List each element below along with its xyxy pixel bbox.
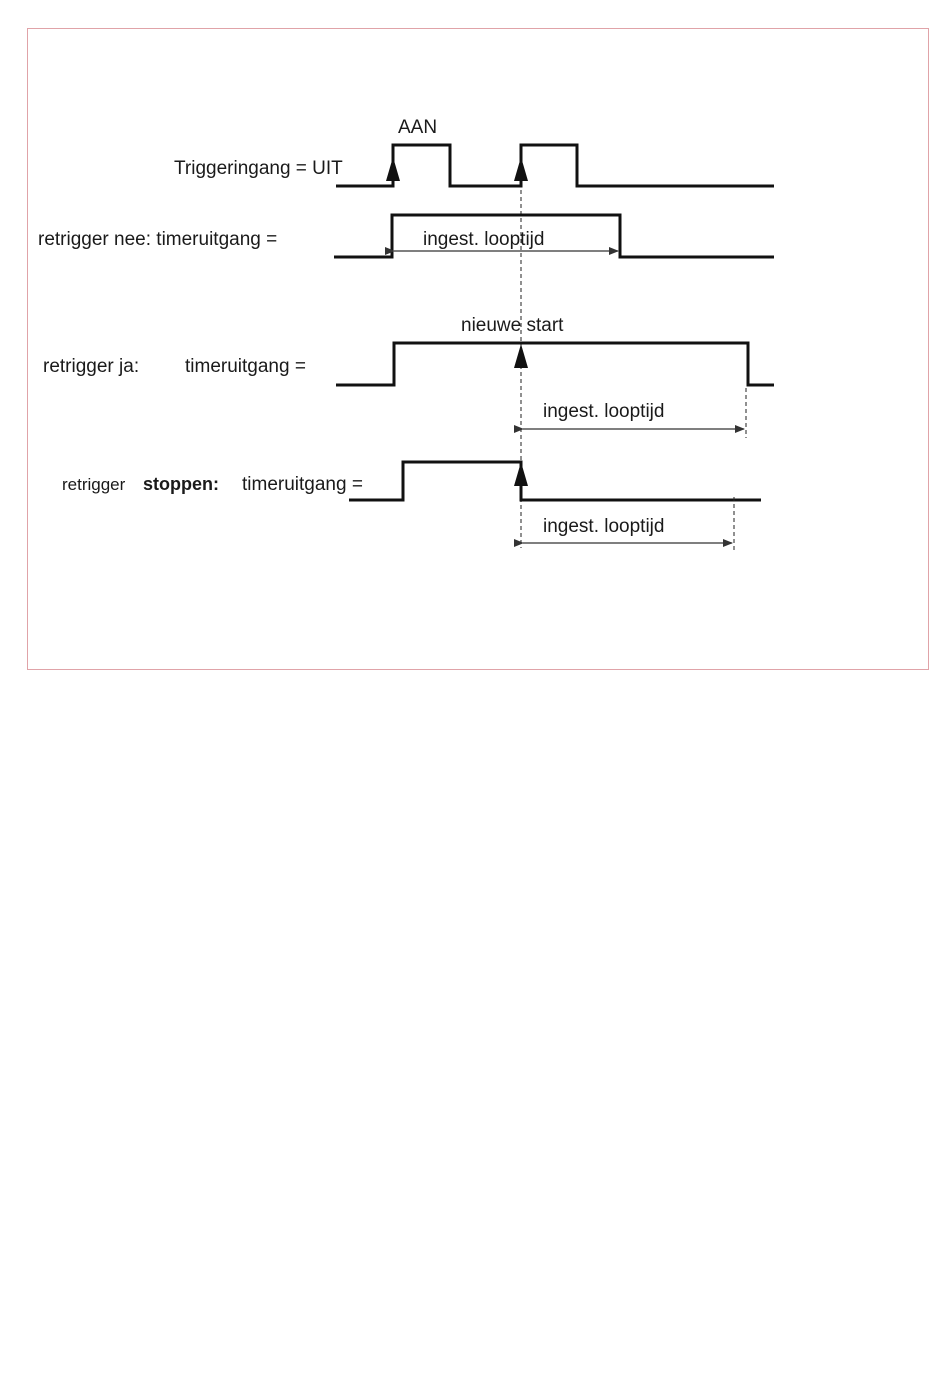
runtime-label-3: ingest. looptijd — [543, 516, 664, 537]
retrigger-yes-prefix: retrigger ja: — [43, 356, 139, 377]
retrigger-stop-output-label: timeruitgang = — [242, 474, 363, 495]
runtime-label-1: ingest. looptijd — [423, 229, 544, 250]
stop-trigger-arrow — [514, 462, 528, 486]
trigger-input-waveform — [336, 145, 774, 186]
runtime-label-2: ingest. looptijd — [543, 401, 664, 422]
retrigger-yes-output-label: timeruitgang = — [185, 356, 306, 377]
retrigger-stop-waveform — [349, 462, 761, 500]
new-start-arrow — [514, 344, 528, 368]
new-start-label: nieuwe start — [461, 315, 564, 336]
trigger-edge-arrow-1 — [386, 157, 400, 181]
trigger-edge-arrow-2 — [514, 157, 528, 181]
retrigger-no-label: retrigger nee: timeruitgang = — [38, 229, 277, 250]
trigger-input-label: Triggeringang = UIT — [174, 158, 343, 179]
diagram-frame — [28, 29, 929, 670]
retrigger-stop-bold: stoppen: — [143, 474, 219, 494]
retrigger-stop-prefix: retrigger — [62, 475, 126, 494]
aan-label: AAN — [398, 117, 437, 138]
retrigger-yes-waveform — [336, 343, 774, 385]
